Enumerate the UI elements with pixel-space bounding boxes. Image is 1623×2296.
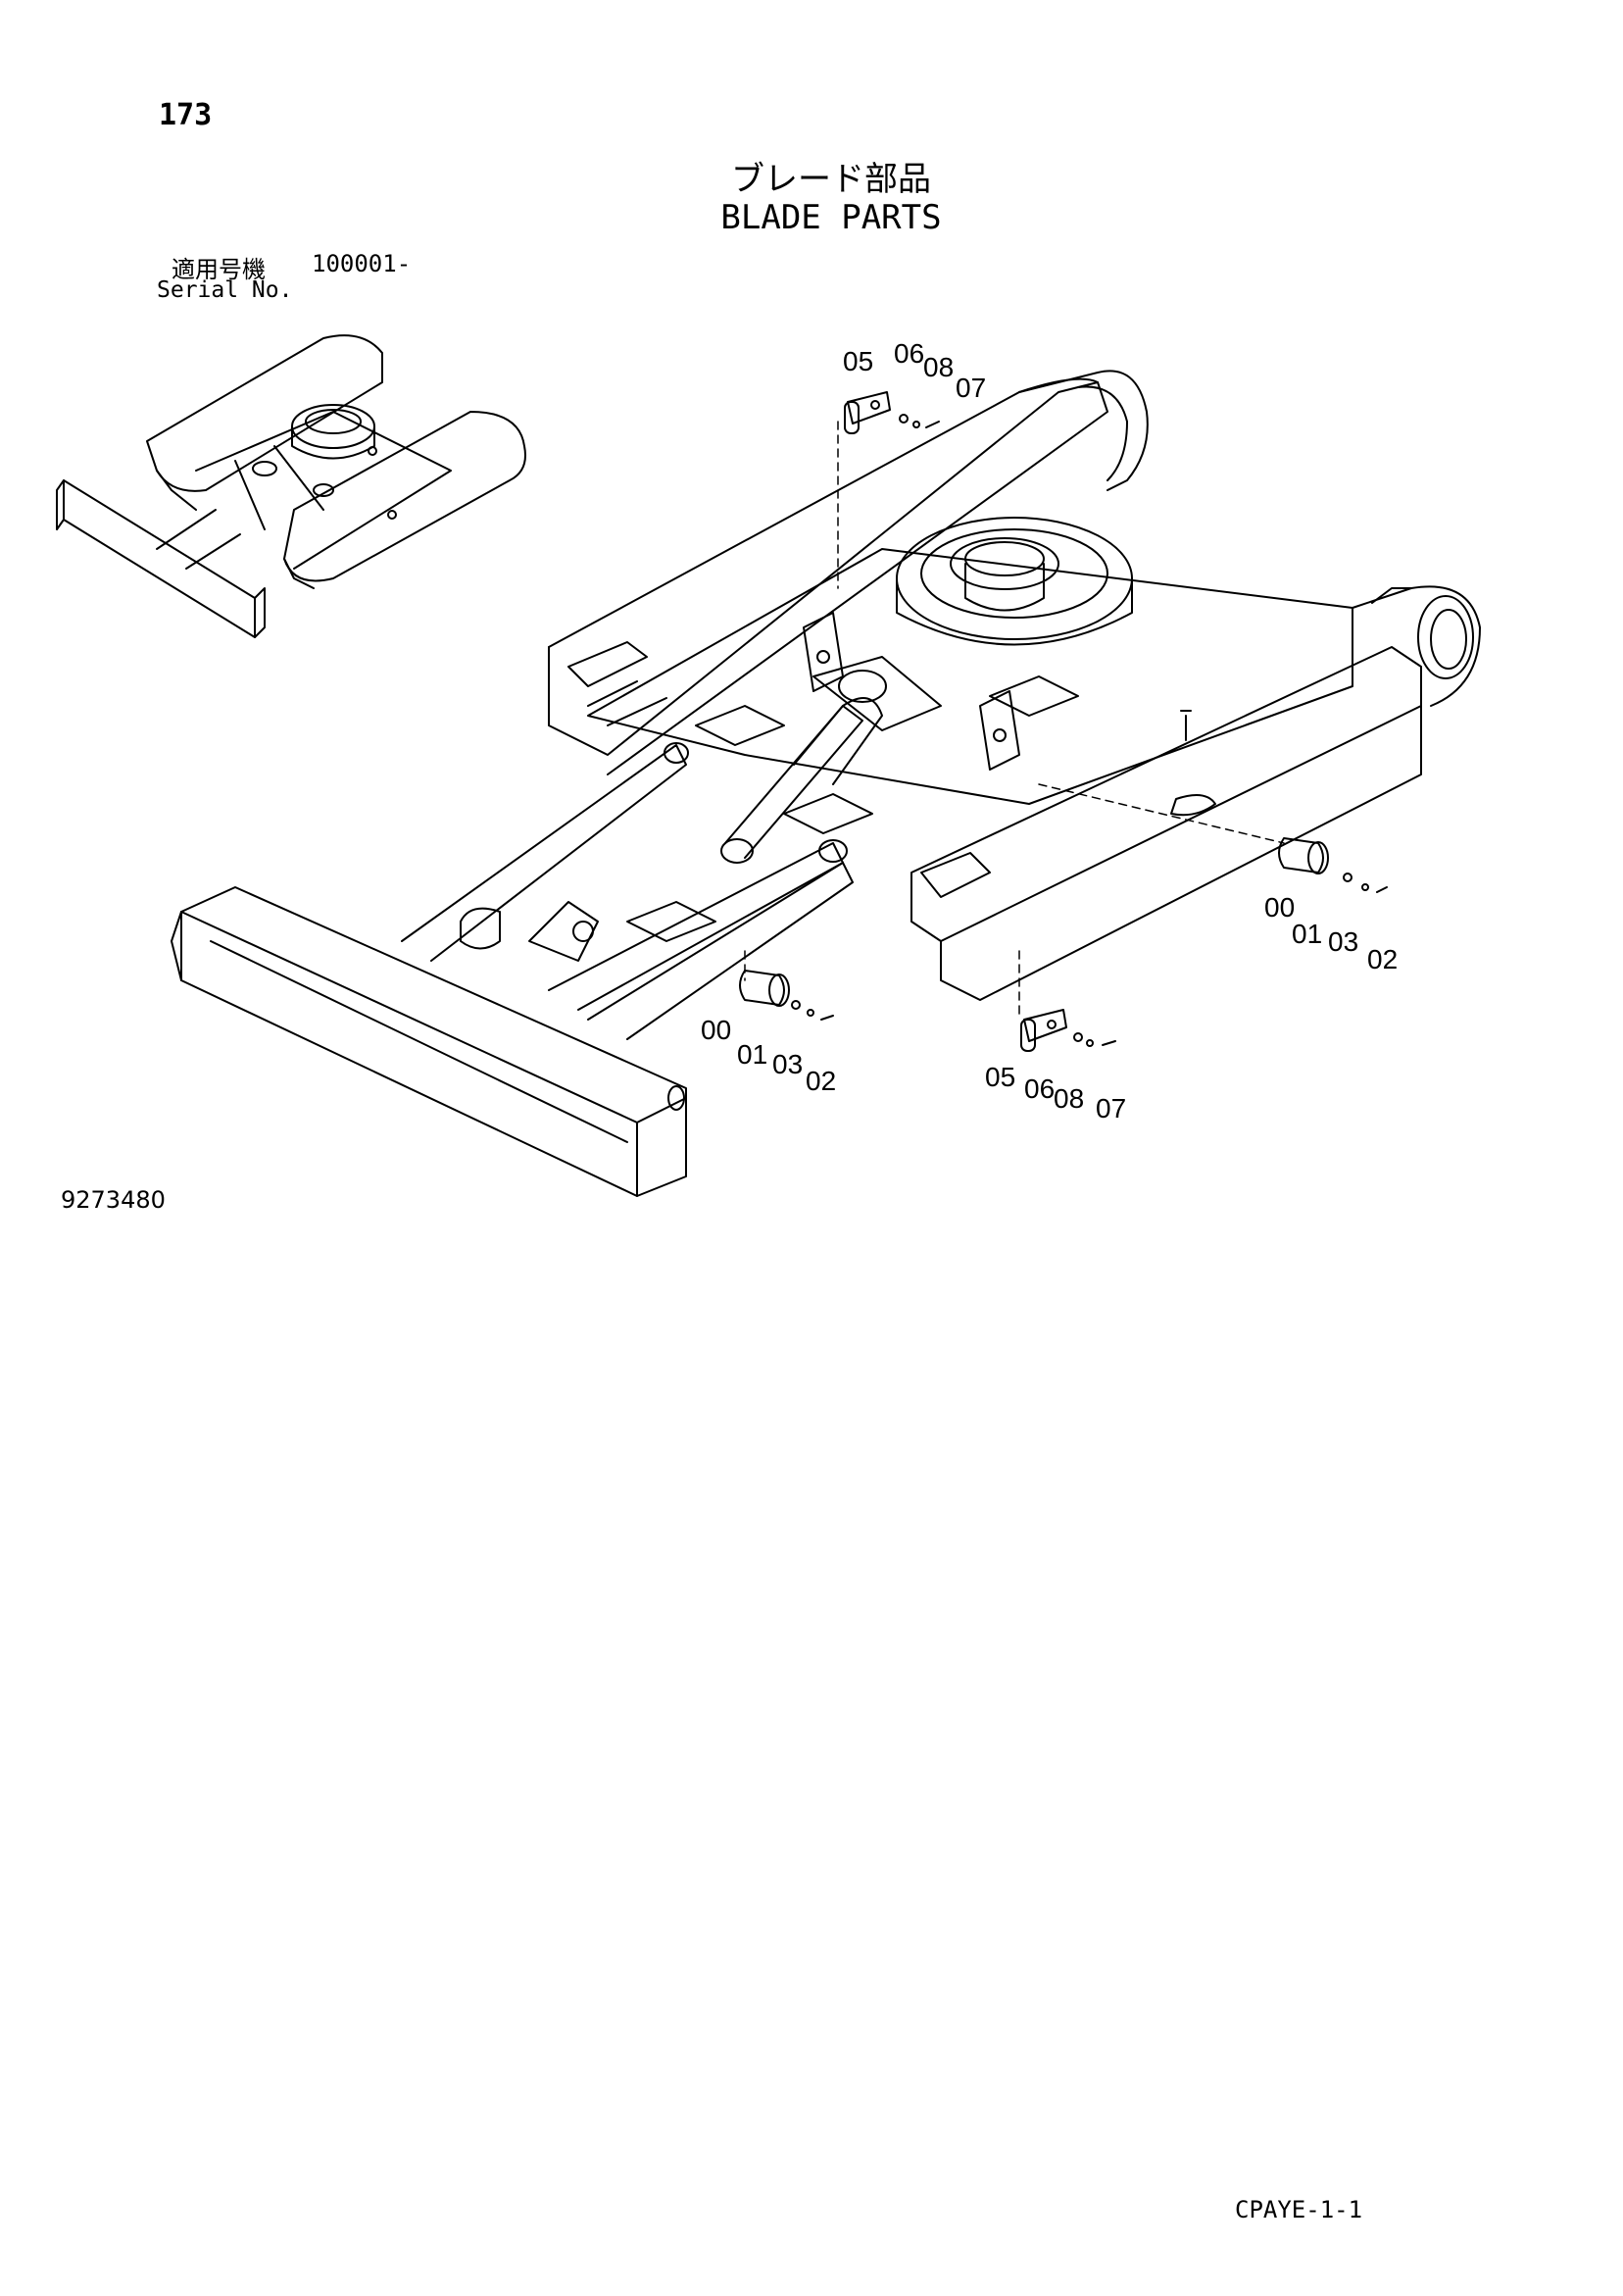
callout-right-4: 02 (1367, 944, 1398, 974)
part-group-center (739, 970, 834, 1021)
serial-label-jp: 適用号機 (172, 256, 266, 283)
callout-center-1: 00 (701, 1015, 731, 1045)
serial-label-en: Serial No. (157, 277, 293, 303)
page-number: 173 (159, 98, 213, 132)
callout-center-4: 02 (806, 1066, 836, 1096)
callout-bottom-4: 07 (1096, 1093, 1126, 1123)
callout-bottom-3: 08 (1054, 1083, 1084, 1114)
callout-top-2: 06 (894, 338, 924, 369)
page-title-jp: ブレード部品 (731, 160, 931, 199)
callout-top-1: 05 (843, 346, 873, 376)
callout-center-2: 01 (737, 1039, 767, 1070)
callout-top-4: 07 (956, 373, 986, 403)
leader-lines (744, 421, 1285, 1021)
part-group-top (844, 391, 940, 434)
callout-top-3: 08 (923, 352, 954, 382)
callout-center-3: 03 (772, 1049, 803, 1079)
figure-number: 9273480 (61, 1186, 166, 1214)
page-title-en: BLADE PARTS (720, 198, 942, 237)
part-group-bottom (1020, 1009, 1116, 1052)
callout-bottom-2: 06 (1024, 1073, 1055, 1104)
thumbnail-machine-drawing (56, 334, 526, 638)
part-group-right (1278, 837, 1388, 893)
callout-right-1: 00 (1264, 892, 1295, 923)
main-undercarriage-drawing (171, 370, 1481, 1197)
catalog-code: CPAYE-1-1 (1235, 2196, 1363, 2223)
serial-value: 100001- (312, 250, 412, 277)
callout-right-2: 01 (1292, 919, 1322, 949)
callout-bottom-1: 05 (985, 1062, 1015, 1092)
callout-right-3: 03 (1328, 926, 1358, 957)
